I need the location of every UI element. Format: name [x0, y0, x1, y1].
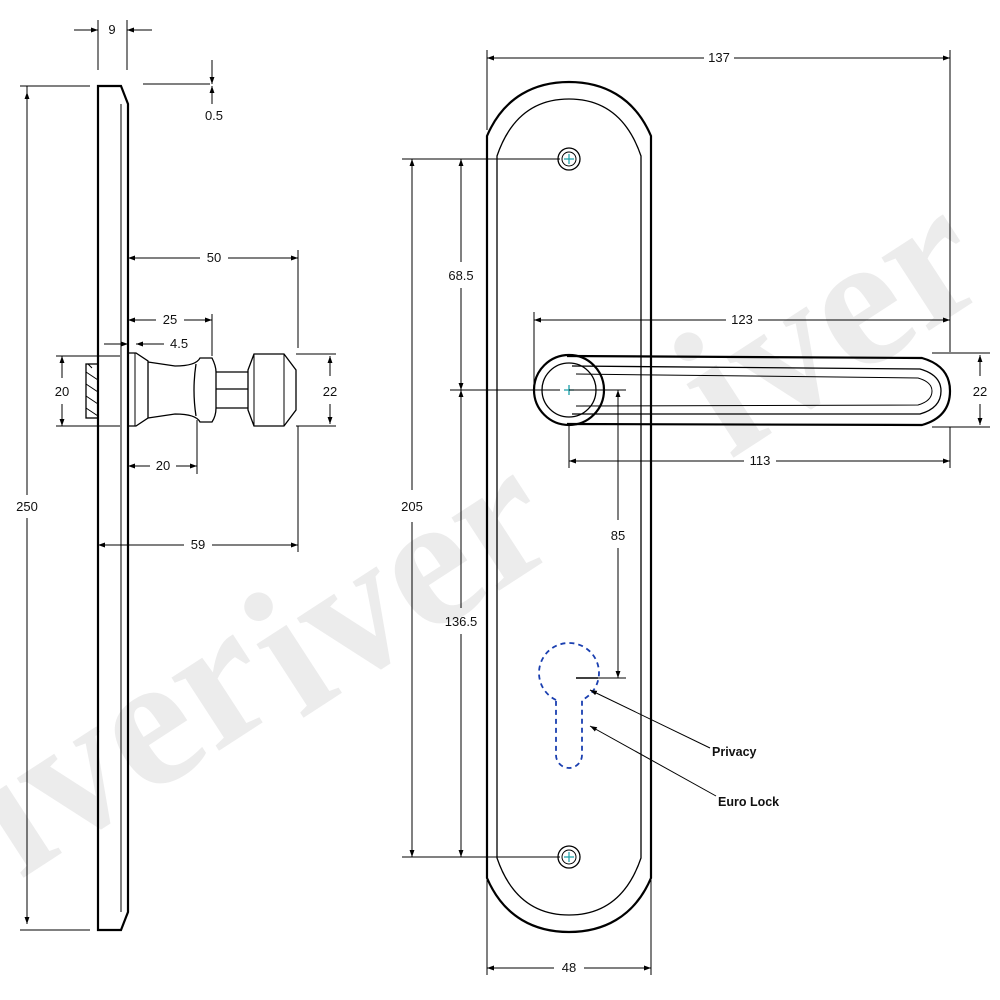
dim-side-height-label: 250: [16, 499, 38, 514]
watermark-text-3: iver: [639, 147, 1000, 495]
watermark-layer: iver iver iver: [0, 147, 1000, 915]
dim-lever-projection: 50: [127, 250, 299, 348]
dim-total-projection: 59: [98, 426, 299, 552]
dim-rose-step: 4.5: [104, 336, 188, 351]
dim-side-height: 250: [16, 85, 90, 931]
dim-lever-grip-label: 22: [973, 384, 987, 399]
dim-lever-projection-label: 50: [207, 250, 221, 265]
dim-plate-width: 137: [486, 50, 951, 352]
dim-side-depth-label: 9: [108, 22, 115, 37]
dim-spindle-to-screw: 136.5: [445, 390, 478, 857]
dim-plate-base-width: 48: [486, 880, 652, 975]
label-privacy: Privacy: [712, 745, 757, 759]
side-handle-profile: [85, 352, 297, 427]
dim-side-step-label: 0.5: [205, 108, 223, 123]
dim-backset-centres: 85: [569, 389, 626, 679]
dim-total-projection-label: 59: [191, 537, 205, 552]
dim-rose-step-label: 4.5: [170, 336, 188, 351]
side-plate-outline: [96, 84, 130, 932]
dim-neck-length: 20: [128, 420, 198, 474]
dim-rose-diameter-label: 20: [55, 384, 69, 399]
euro-cylinder-cutout: [538, 642, 600, 769]
dim-lever-length: 123: [533, 312, 950, 390]
leader-privacy: Privacy: [589, 689, 757, 759]
dim-lever-length-label: 123: [731, 312, 753, 327]
dim-lever-reach: 113: [568, 425, 951, 468]
leader-euro-lock: Euro Lock: [589, 725, 779, 809]
screw-bottom: [557, 845, 581, 869]
dim-neck-length-label: 20: [156, 458, 170, 473]
backplate-bevel: [496, 98, 642, 916]
dim-rose-diameter: 20: [55, 355, 120, 427]
label-euro-lock: Euro Lock: [718, 795, 779, 809]
dim-grip-diameter-label: 22: [323, 384, 337, 399]
side-view: 9 0.5 250 50: [16, 20, 337, 932]
front-view: 137 205 68.5 136.5 123: [401, 50, 990, 975]
dim-plate-base-width-label: 48: [562, 960, 576, 975]
backplate-outline: [485, 80, 653, 934]
dim-grip-diameter: 22: [296, 353, 337, 427]
dim-screw-to-spindle-label: 68.5: [448, 268, 473, 283]
dim-fixing-centres-label: 205: [401, 499, 423, 514]
dim-rose-projection-label: 25: [163, 312, 177, 327]
dim-screw-to-spindle: 68.5: [448, 159, 560, 391]
dim-plate-width-label: 137: [708, 50, 730, 65]
dim-backset-centres-label: 85: [611, 528, 625, 543]
dim-lever-reach-label: 113: [750, 453, 771, 468]
dim-side-step: 0.5: [143, 60, 223, 123]
dim-lever-grip: 22: [932, 352, 990, 428]
dim-rose-projection: 25: [128, 312, 213, 356]
dim-side-depth: 9: [74, 20, 152, 70]
screw-top: [557, 147, 581, 171]
dim-spindle-to-screw-label: 136.5: [445, 614, 478, 629]
dim-fixing-centres: 205: [401, 158, 560, 858]
